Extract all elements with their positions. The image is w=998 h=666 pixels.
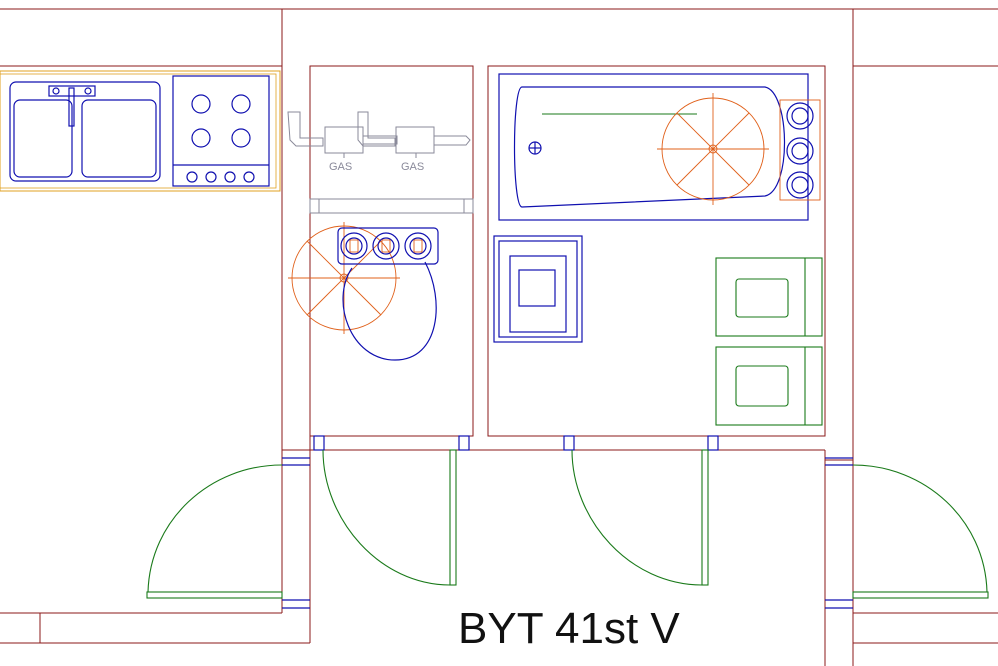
gas-label-2: GAS [401,161,424,173]
wall-openings [282,435,853,609]
plan-title: BYT 41st V [458,604,680,653]
double-sink-icon [9,81,161,182]
kitchen-counter [0,70,281,192]
washbasin-icon [493,235,583,343]
appliance-upper-icon [715,257,823,337]
stove-icon [172,75,270,187]
boiler-icon [288,222,439,361]
door-left [146,464,283,599]
door-right [852,464,989,599]
gas-pipes: GAS GAS [287,111,474,214]
door-room-left [322,449,457,586]
bathtub-icon [498,73,821,221]
appliance-lower-icon [715,346,823,426]
door-room-right [571,449,709,586]
gas-label-1: GAS [329,161,352,173]
